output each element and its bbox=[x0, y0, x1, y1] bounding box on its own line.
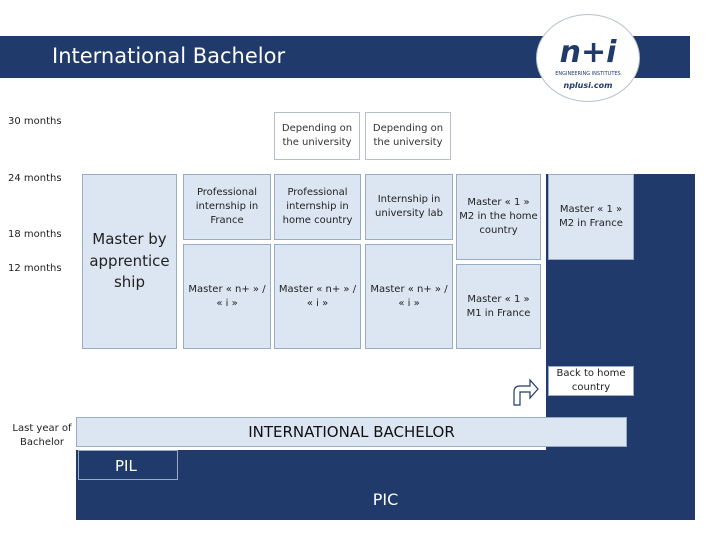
professional-internship-home-country: Professional internship in home country bbox=[274, 174, 361, 240]
pic-band: PIC bbox=[76, 450, 695, 520]
international-bachelor-bar: INTERNATIONAL BACHELOR bbox=[76, 417, 627, 447]
master-ni-2: Master « n+ » / « i » bbox=[274, 244, 361, 349]
back-to-home-country: Back to home country bbox=[548, 366, 634, 396]
pic-label: PIC bbox=[372, 490, 399, 509]
label-24-months: 24 months bbox=[8, 173, 62, 184]
label-last-year-of-bachelor: Last year of Bachelor bbox=[12, 423, 72, 448]
label-30-months: 30 months bbox=[8, 116, 62, 127]
internship-university-lab: Internship in university lab bbox=[365, 174, 453, 240]
label-18-months: 18 months bbox=[8, 229, 62, 240]
master-m2-home-country: Master « 1 » M2 in the home country bbox=[456, 174, 541, 260]
master-ni-3: Master « n+ » / « i » bbox=[365, 244, 453, 349]
professional-internship-france: Professional internship in France bbox=[183, 174, 271, 240]
pil-box: PIL bbox=[78, 450, 178, 480]
depending-on-university-1: Depending on the university bbox=[274, 112, 360, 160]
return-arrow-icon bbox=[513, 378, 539, 406]
depending-on-university-2: Depending on the university bbox=[365, 112, 451, 160]
label-12-months: 12 months bbox=[8, 263, 62, 274]
page-title: International Bachelor bbox=[52, 44, 286, 68]
master-m1-france: Master « 1 » M1 in France bbox=[456, 264, 541, 349]
logo-url: nplusi.com bbox=[563, 81, 613, 90]
master-by-apprenticeship: Master by apprentice ship bbox=[82, 174, 177, 349]
logo-main-text: n+i bbox=[559, 35, 617, 70]
pil-label: PIL bbox=[115, 457, 137, 475]
logo: n+i ENGINEERING INSTITUTES nplusi.com bbox=[536, 14, 640, 102]
master-ni-1: Master « n+ » / « i » bbox=[183, 244, 271, 349]
logo-subtitle: ENGINEERING INSTITUTES bbox=[555, 71, 621, 77]
master-m2-france: Master « 1 » M2 in France bbox=[548, 174, 634, 260]
